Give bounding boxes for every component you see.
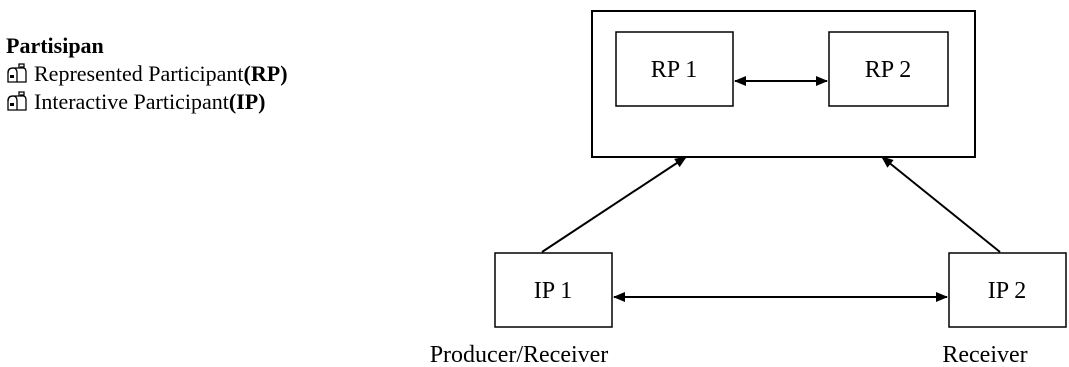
rp1-label: RP 1 <box>651 57 697 83</box>
ip2-caption: Receiver <box>942 342 1027 367</box>
ip1-to-rp-arrow <box>541 156 687 253</box>
legend: Partisipan Represented Participant (RP) … <box>6 32 288 116</box>
legend-item-ip: Interactive Participant (IP) <box>6 88 288 116</box>
mailbox-icon <box>6 63 28 85</box>
ip2-box <box>948 252 1067 328</box>
ip1-label: IP 1 <box>534 278 572 304</box>
ip2-label: IP 2 <box>988 278 1026 304</box>
mailbox-icon <box>6 91 28 113</box>
legend-item-rp-abbr: (RP) <box>243 61 288 86</box>
rp-container <box>591 10 976 158</box>
legend-item-ip-text: Interactive Participant <box>34 89 229 114</box>
rp1-box <box>615 31 734 107</box>
legend-title: Partisipan <box>6 33 104 58</box>
ip2-to-rp-arrow <box>881 156 1001 253</box>
ip1-box <box>494 252 613 328</box>
legend-item-rp: Represented Participant (RP) <box>6 60 288 88</box>
ip1-caption: Producer/Receiver <box>430 342 609 367</box>
legend-item-rp-text: Represented Participant <box>34 61 244 86</box>
rp2-box <box>828 31 949 107</box>
rp2-label: RP 2 <box>865 57 911 83</box>
legend-item-ip-abbr: (IP) <box>228 89 266 114</box>
